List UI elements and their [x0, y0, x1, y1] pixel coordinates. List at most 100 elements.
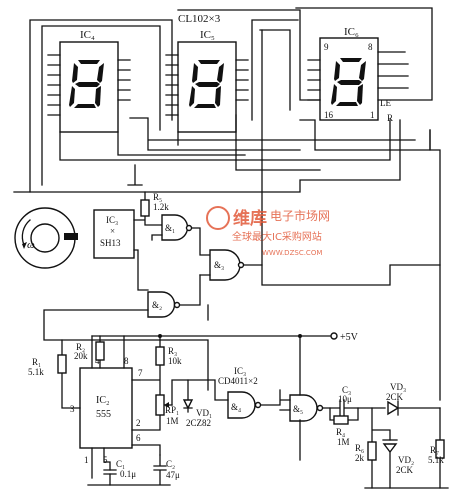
display-ic5-label: IC₅: [200, 29, 215, 41]
wiper-arrow-icon: [164, 402, 169, 408]
watermark-url: WWW.DZSC.COM: [262, 249, 322, 257]
sensor-section: ω IC₃ × SH13 R₅ 1.2k: [14, 191, 169, 291]
digit-ic6: [331, 58, 366, 106]
rotation-arrow-icon: [21, 219, 31, 246]
display-section: CL102×3 IC₄ IC₅ IC₆ 9 8 16 1 LE R: [13, 7, 441, 401]
capacitor-c2: [153, 454, 167, 485]
watermark-brand: 维库: [233, 208, 267, 229]
vd2-part: 2CK: [396, 465, 414, 475]
r7-value: 5.1k: [428, 455, 444, 465]
gate-and5-label: &₅: [293, 404, 303, 414]
watermark-subtitle: 全球最大IC采购网站: [232, 230, 322, 243]
c2-value: 47μ: [166, 470, 180, 480]
r1-value: 5.1k: [28, 367, 44, 377]
watermark-title: 电子市场网: [270, 208, 330, 223]
potentiometer-rp1: [155, 394, 165, 416]
ic6-pin-1: 1: [370, 110, 375, 120]
digit-ic4: [69, 60, 104, 108]
r1-name: R₁: [32, 357, 41, 367]
display-group-label: CL102×3: [178, 13, 221, 25]
rp1-name: RP₁: [165, 405, 179, 415]
timer-pin-4: 4: [95, 356, 100, 366]
r6-name: R₆: [355, 443, 364, 453]
timer-section: IC₂ 555 4 8 7 3 2 6 1 5 R₂ 20k R₁ 5.1k R…: [28, 335, 229, 486]
output-section: C₃ 10μ R₄ 1M VD₃ 2CK R₆ 2k VD₂ 2CK R₇ 5.…: [299, 335, 449, 489]
supply-rail: +5V: [91, 332, 359, 343]
gate-and4-label: &₄: [231, 402, 241, 412]
rotation-arrowhead-icon: [22, 242, 27, 249]
timer-pin-3: 3: [70, 404, 75, 414]
display-ic6-label: IC₆: [344, 26, 359, 38]
ic6-pin-16: 16: [324, 110, 334, 120]
ic6-pin-8: 8: [368, 42, 373, 52]
c1-value: 0.1μ: [120, 469, 136, 479]
r7-name: R₇: [430, 445, 439, 455]
diode-vd2: [382, 443, 398, 454]
r2-value: 20k: [74, 351, 88, 361]
gates-section: &₁ &₃ &₂ &₄ IC₃ CD4011×2 &₅: [43, 29, 441, 422]
r5-value: 1.2k: [153, 202, 169, 212]
display-ic4-label: IC₄: [80, 29, 95, 41]
rp1-value: 1M: [166, 416, 179, 426]
resistor-r2: [95, 341, 105, 361]
diode-vd3: [387, 400, 400, 416]
gate-and5: [289, 394, 318, 422]
diode-vd1: [182, 399, 194, 410]
ic6-pin-9: 9: [324, 42, 329, 52]
timer-name: IC₂: [96, 395, 110, 406]
c2-name: C₂: [166, 459, 175, 469]
gate-and4: [227, 391, 256, 419]
timer-pin-6: 6: [136, 433, 141, 443]
supply-label: +5V: [340, 332, 359, 343]
vd1-name: VD₁: [196, 408, 212, 418]
timer-pin-5: 5: [103, 455, 108, 465]
watermark: 维库 电子市场网 全球最大IC采购网站 WWW.DZSC.COM: [206, 206, 330, 257]
c1-name: C₁: [116, 459, 125, 469]
timer-pin-7: 7: [138, 368, 143, 378]
timer-pin-8: 8: [124, 356, 129, 366]
resistor-r3: [155, 346, 165, 366]
r5-name: R₅: [153, 192, 162, 202]
watermark-logo-icon: [206, 206, 230, 230]
omega-label: ω: [27, 239, 35, 251]
sensor-x-label: ×: [110, 226, 115, 236]
resistor-r5: [140, 199, 150, 217]
ic6-pin-le: LE: [380, 98, 391, 108]
r4-name: R₄: [336, 427, 345, 437]
gate-and1-label: &₁: [165, 223, 175, 233]
gate-and3-label: &₃: [214, 260, 224, 270]
c3-name: C₃: [342, 385, 351, 395]
r3-value: 10k: [168, 356, 182, 366]
ic6-pin-r: R: [387, 113, 393, 123]
r4-value: 1M: [337, 437, 350, 447]
r2-name: R₂: [76, 342, 85, 352]
timer-pin-2: 2: [136, 418, 141, 428]
resistor-r7: [435, 439, 445, 459]
hall-sensor-ic3: [93, 209, 135, 259]
capacitor-c1: [103, 469, 117, 475]
resistor-r4: [333, 415, 349, 425]
sensor-ic3-label: IC₃: [106, 215, 118, 225]
digit-ic5: [189, 60, 224, 108]
supply-terminal: [330, 332, 338, 340]
gate-ic3-part: CD4011×2: [218, 376, 258, 386]
r6-value: 2k: [355, 453, 365, 463]
resistor-r6: [367, 441, 377, 461]
gate-and2-label: &₂: [152, 300, 162, 310]
c3-value: 10μ: [338, 394, 352, 404]
vd2-name: VD₂: [398, 455, 414, 465]
r3-name: R₃: [168, 346, 177, 356]
display-ic6: [319, 37, 379, 121]
sensor-part-label: SH13: [100, 238, 121, 248]
vd1-part: 2CZ82: [186, 418, 211, 428]
disc-hub: [30, 223, 60, 253]
vd3-part: 2CK: [386, 392, 404, 402]
vd3-name: VD₃: [390, 382, 406, 392]
resistor-r1: [57, 354, 67, 374]
magnet-block: [64, 233, 78, 240]
gate-ic3-name: IC₃: [234, 366, 246, 376]
timer-ic2: [79, 367, 133, 449]
timer-pin-1: 1: [84, 455, 89, 465]
timer-part: 555: [96, 409, 111, 420]
